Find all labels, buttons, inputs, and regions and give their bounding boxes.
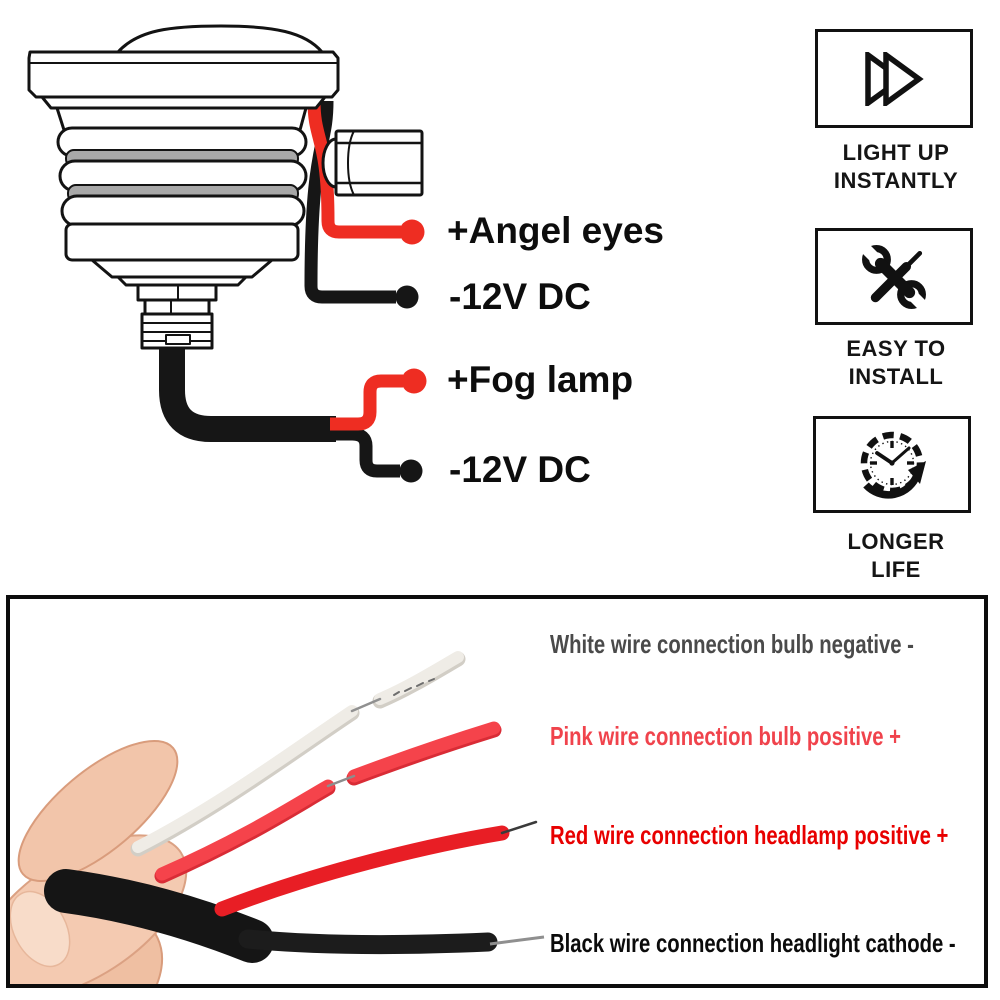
fog-lamp-negative-wire — [334, 427, 400, 478]
pink-wire-splice-pin — [326, 774, 356, 788]
tools-icon — [861, 243, 927, 310]
guide-label-black-wire: Black wire connection headlight cathode … — [550, 928, 956, 958]
clock-icon — [860, 431, 926, 499]
bulb-base — [64, 222, 300, 262]
plug-connector — [321, 129, 424, 197]
black-wire — [44, 869, 545, 963]
thumb-nail — [10, 890, 71, 968]
bulb-bezel — [27, 50, 340, 99]
white-wire-splice-pin — [350, 697, 382, 713]
index-finger — [17, 739, 179, 883]
bezel-underside — [40, 95, 327, 110]
feature-caption-line: INSTANTLY — [833, 168, 959, 193]
feature-caption-line: INSTALL — [848, 364, 944, 389]
black-terminal-dot-angel-eyes — [395, 285, 419, 309]
feature-caption-line: LIGHT UP — [842, 140, 950, 165]
black-cable-sheath — [44, 869, 274, 963]
feature-box-easy-install — [815, 228, 973, 325]
black-wire-tip-pin — [489, 935, 545, 946]
main-power-cable — [159, 338, 336, 442]
fog-lamp-positive-wire — [330, 374, 403, 431]
fast-forward-icon — [865, 51, 924, 106]
fog-lamp-bulb-diagram — [27, 24, 427, 483]
red-terminal-dot-fog-lamp — [401, 368, 427, 394]
pink-wire — [154, 721, 502, 884]
wire-lead-label-fog-lamp-negative: -12V DC — [449, 449, 591, 490]
hand — [10, 739, 188, 984]
angel-eyes-negative-wire — [304, 100, 396, 304]
guide-label-red-wire: Red wire connection headlamp positive + — [550, 820, 949, 850]
feature-caption-line: LIFE — [871, 557, 921, 582]
white-wire — [130, 651, 466, 857]
red-wire-tip-pin — [500, 820, 538, 835]
red-terminal-dot-angel-eyes — [399, 219, 425, 245]
lower-wires — [330, 374, 403, 478]
cooling-fins — [56, 126, 308, 228]
angel-eyes-positive-wire — [307, 100, 401, 239]
wire-lead-label-angel-eyes-positive: +Angel eyes — [447, 210, 664, 251]
feature-box-longer-life — [813, 416, 971, 513]
red-wire — [214, 820, 538, 917]
wire-guide-panel: White wire connection bulb negative - Pi… — [6, 595, 988, 988]
feature-caption-easy-install: EASY TO INSTALL — [784, 335, 1000, 391]
feature-caption-light-up: LIGHT UP INSTANTLY — [784, 139, 1000, 195]
guide-label-white-wire: White wire connection bulb negative - — [550, 629, 914, 659]
wire-lead-label-fog-lamp-positive: +Fog lamp — [447, 359, 634, 400]
feature-caption-line: LONGER — [847, 529, 945, 554]
black-terminal-dot-fog-lamp — [399, 459, 423, 483]
upper-wires — [304, 100, 401, 304]
wire-print-marks — [393, 678, 435, 696]
projector-lens — [116, 24, 324, 54]
feature-caption-line: EASY TO — [846, 336, 946, 361]
hand-holding-wires-photo — [10, 651, 545, 984]
feature-caption-longer-life: LONGER LIFE — [784, 528, 1000, 584]
guide-label-pink-wire: Pink wire connection bulb positive + — [550, 721, 902, 751]
wire-lead-label-angel-eyes-negative: -12V DC — [449, 276, 591, 317]
bulb-socket-connector — [136, 283, 218, 350]
feature-box-light-up — [815, 29, 973, 128]
